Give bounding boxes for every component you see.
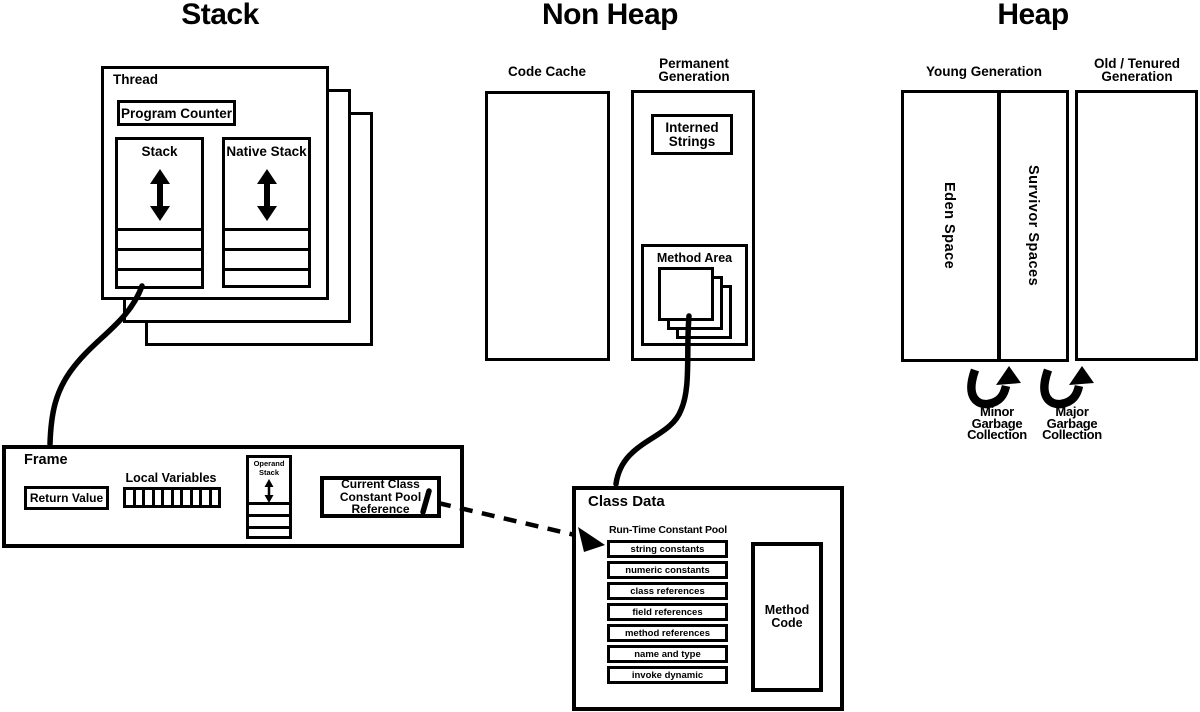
local-variable-cell — [155, 490, 164, 505]
heap-section-title: Heap — [997, 0, 1069, 31]
stack-slot-line — [225, 248, 308, 251]
constant-pool-reference-label: Current Class Constant Pool Reference — [339, 477, 422, 517]
bidirectional-arrow-icon — [147, 168, 173, 227]
interned-strings-label: Interned Strings — [665, 119, 719, 149]
native-stack-subbox: Native Stack — [222, 137, 311, 288]
method-code-box: Method Code — [751, 542, 823, 692]
survivor-spaces-cell: Survivor Spaces — [997, 90, 1069, 362]
stack-slot-line — [118, 228, 201, 231]
operand-slot-line — [249, 526, 289, 529]
major-gc-label: Major Garbage Collection — [1042, 404, 1102, 442]
constant-pool-row: class references — [607, 582, 728, 600]
local-variable-cell — [126, 490, 136, 505]
constant-pool-rows: string constants numeric constants class r… — [607, 540, 728, 687]
old-generation-box — [1075, 90, 1198, 361]
native-stack-label: Native Stack — [226, 144, 307, 159]
stack-slot-line — [118, 248, 201, 251]
local-variable-cell — [136, 490, 145, 505]
return-value-box: Return Value — [24, 486, 109, 510]
small-bidirectional-arrow-icon — [262, 479, 276, 508]
class-paper-front — [658, 267, 714, 321]
local-variable-cell — [145, 490, 155, 505]
non-heap-section-title: Non Heap — [541, 0, 679, 31]
program-counter-box: Program Counter — [117, 100, 236, 126]
survivor-spaces-label: Survivor Spaces — [1025, 165, 1041, 287]
permanent-generation-label: Permanent Generation — [658, 56, 730, 84]
minor-gc-label: Minor Garbage Collection — [967, 404, 1027, 442]
young-generation-box — [901, 90, 1069, 362]
constant-pool-row: invoke dynamic — [607, 666, 728, 684]
return-value-label: Return Value — [29, 491, 104, 505]
method-code-label: Method Code — [764, 602, 810, 630]
stack-slot-line — [118, 268, 201, 271]
young-generation-label: Young Generation — [925, 64, 1042, 79]
program-counter-label: Program Counter — [120, 105, 232, 121]
operand-slot-line — [249, 502, 289, 505]
constant-pool-row: string constants — [607, 540, 728, 558]
bidirectional-arrow-icon — [254, 168, 280, 227]
local-variable-cell — [174, 490, 183, 505]
method-area-label: Method Area — [656, 251, 733, 265]
minor-gc-u-turn-arrow-icon — [967, 366, 1021, 409]
constant-pool-row: name and type — [607, 645, 728, 663]
runtime-constant-pool-label: Run-Time Constant Pool — [609, 524, 727, 536]
major-gc-u-turn-arrow-icon — [1040, 366, 1094, 409]
stack-slot-line — [225, 268, 308, 271]
class-data-label: Class Data — [588, 493, 665, 510]
eden-space-cell: Eden Space — [901, 90, 997, 362]
local-variables-cells — [123, 487, 221, 508]
constant-pool-row: field references — [607, 603, 728, 621]
frame-label: Frame — [24, 452, 68, 468]
constant-pool-row: method references — [607, 624, 728, 642]
operand-slot-line — [249, 514, 289, 517]
code-cache-box — [485, 91, 610, 361]
operand-stack-label: Operand Stack — [253, 459, 285, 477]
interned-strings-box: Interned Strings — [651, 114, 733, 155]
constant-pool-reference-box: Current Class Constant Pool Reference — [320, 476, 441, 518]
local-variable-cell — [164, 490, 174, 505]
code-cache-label: Code Cache — [507, 64, 587, 79]
local-variables-label: Local Variables — [125, 471, 217, 485]
old-generation-label: Old / Tenured Generation — [1093, 56, 1180, 84]
operand-stack-box: Operand Stack — [246, 455, 292, 539]
stack-section-title: Stack — [181, 0, 259, 31]
stack-subbox-label: Stack — [141, 144, 178, 159]
constant-pool-row: numeric constants — [607, 561, 728, 579]
local-variable-cell — [212, 490, 219, 505]
local-variable-cell — [183, 490, 193, 505]
local-variable-cell — [202, 490, 212, 505]
stack-slot-line — [225, 228, 308, 231]
eden-survivor-divider — [997, 93, 1001, 359]
thread-label: Thread — [113, 72, 159, 87]
local-variable-cell — [193, 490, 202, 505]
stack-subbox: Stack — [115, 137, 204, 289]
eden-space-label: Eden Space — [941, 182, 957, 270]
